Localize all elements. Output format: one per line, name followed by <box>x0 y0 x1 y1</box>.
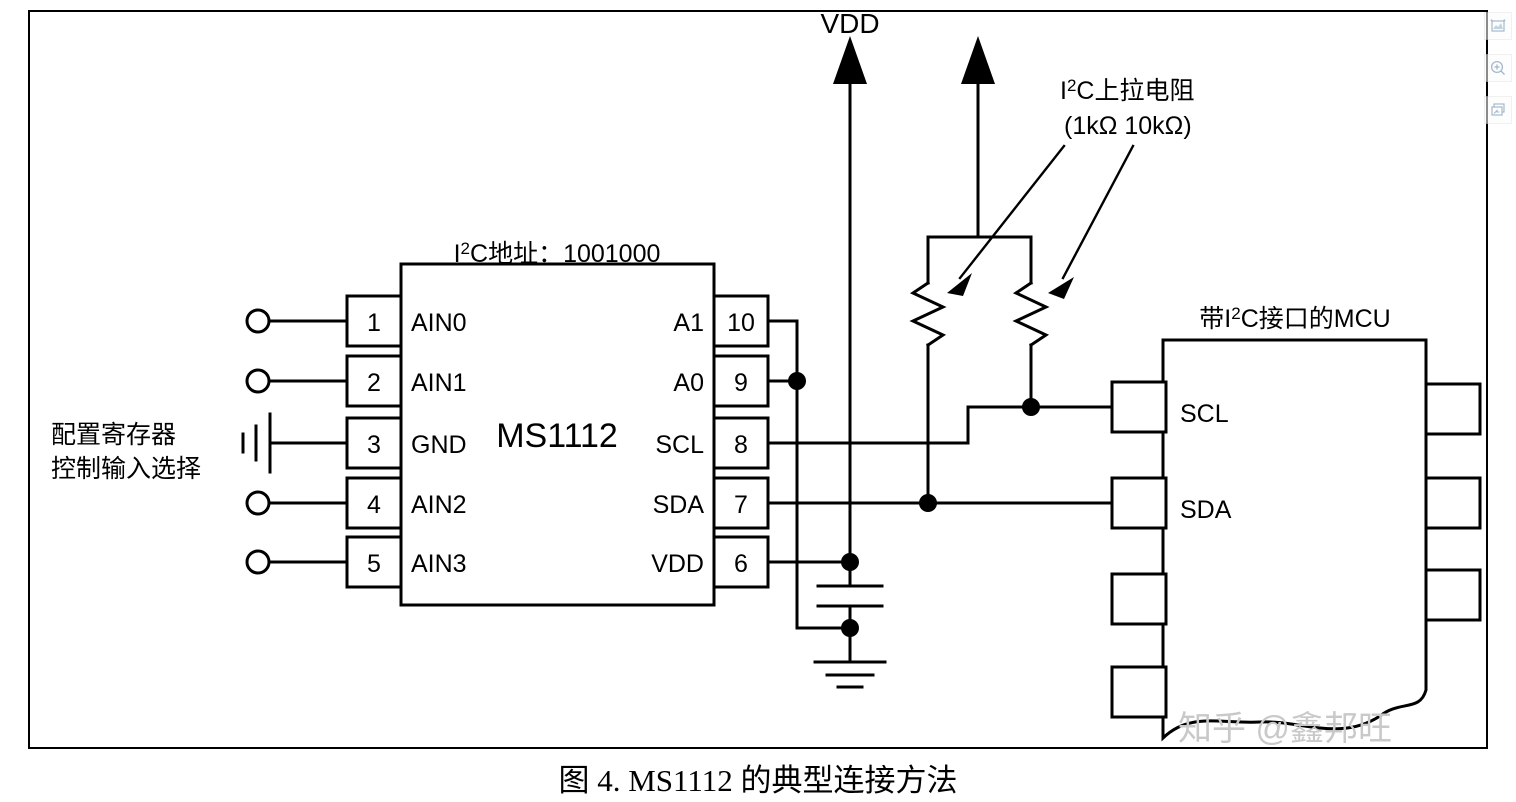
pin-label-ain2: AIN2 <box>411 491 467 519</box>
pin-label-scl: SCL <box>655 431 704 459</box>
pin-box-left-2 <box>345 354 403 408</box>
i2c-address-label: I2C地址：1001000 <box>454 239 661 268</box>
mcu-pin-box-left-4 <box>1110 665 1168 719</box>
mcu-pin-box-sda <box>1110 476 1168 530</box>
pin-number-1: 1 <box>367 309 381 337</box>
watermark: 知乎 @鑫邦旺 <box>1178 710 1392 748</box>
pin-label-ain3: AIN3 <box>411 550 467 578</box>
image-tool-button[interactable] <box>1484 12 1512 40</box>
pin-label-a0: A0 <box>673 369 704 397</box>
pin-number-10: 10 <box>727 309 755 337</box>
input-terminal-ain1 <box>245 368 271 394</box>
chip-part-number: MS1112 <box>496 417 618 455</box>
resistor-r1-scl <box>909 280 947 348</box>
pin-box-left-5 <box>345 535 403 589</box>
pin-label-sda: SDA <box>653 491 705 519</box>
pullup-resistor-title: I2C上拉电阻 <box>1060 76 1194 105</box>
pin-number-4: 4 <box>367 491 381 519</box>
pin-number-9: 9 <box>734 369 748 397</box>
input-terminal-ain3 <box>245 549 271 575</box>
leader-line-r2 <box>1061 144 1135 280</box>
pin-label-ain1: AIN1 <box>411 369 467 397</box>
pin-box-left-1 <box>345 294 403 348</box>
junction-cap-ground <box>841 619 859 637</box>
pin-box-left-4 <box>345 476 403 530</box>
mcu-pin-box-right-1 <box>1424 382 1482 436</box>
resistor-r2-sda <box>1012 280 1050 348</box>
vdd-label: VDD <box>820 8 879 39</box>
config-register-label-line2: 控制输入选择 <box>51 455 201 483</box>
diagram-frame <box>28 10 1488 749</box>
image-icon <box>1490 19 1506 32</box>
mcu-pin-box-scl <box>1110 380 1168 434</box>
junction-scl-pullup <box>1022 398 1040 416</box>
zoom-in-icon <box>1490 60 1505 75</box>
leader-line-r1 <box>958 144 1066 280</box>
pin-number-6: 6 <box>734 550 748 578</box>
pin-label-ain0: AIN0 <box>411 309 467 337</box>
copy-tool-button[interactable] <box>1484 96 1512 124</box>
mcu-pin-label-scl: SCL <box>1180 400 1229 428</box>
mcu-pin-box-right-3 <box>1424 568 1482 622</box>
config-register-label-line1: 配置寄存器 <box>51 421 176 449</box>
pin-number-2: 2 <box>367 369 381 397</box>
junction-sda-pullup <box>919 494 937 512</box>
pin-box-left-3 <box>345 416 403 470</box>
image-toolbar[interactable] <box>1482 12 1514 124</box>
figure-caption: 图 4. MS1112 的典型连接方法 <box>558 763 957 798</box>
pin-number-8: 8 <box>734 431 748 459</box>
pin-number-5: 5 <box>367 550 381 578</box>
pullup-vdd-arrow-icon <box>961 36 995 84</box>
pin-label-a1: A1 <box>673 309 704 337</box>
vdd-arrow-icon <box>833 36 867 84</box>
pin-label-gnd: GND <box>411 431 467 459</box>
input-terminal-ain0 <box>245 308 271 334</box>
pin-number-7: 7 <box>734 491 748 519</box>
mcu-pin-box-right-2 <box>1424 476 1482 530</box>
pin-number-3: 3 <box>367 431 381 459</box>
input-terminal-ain2 <box>245 490 271 516</box>
pullup-resistor-values: (1kΩ 10kΩ) <box>1064 112 1192 140</box>
mcu-pin-box-left-3 <box>1110 572 1168 626</box>
leader-arrow-r1-icon <box>947 273 972 296</box>
mcu-body <box>1161 338 1428 742</box>
mcu-title: 带I2C接口的MCU <box>1199 304 1390 333</box>
pin-label-vdd: VDD <box>651 550 704 578</box>
zoom-in-tool-button[interactable] <box>1484 54 1512 82</box>
mcu-pin-label-sda: SDA <box>1180 496 1232 524</box>
leader-arrow-r2-icon <box>1048 277 1074 299</box>
copy-icon <box>1491 103 1505 116</box>
